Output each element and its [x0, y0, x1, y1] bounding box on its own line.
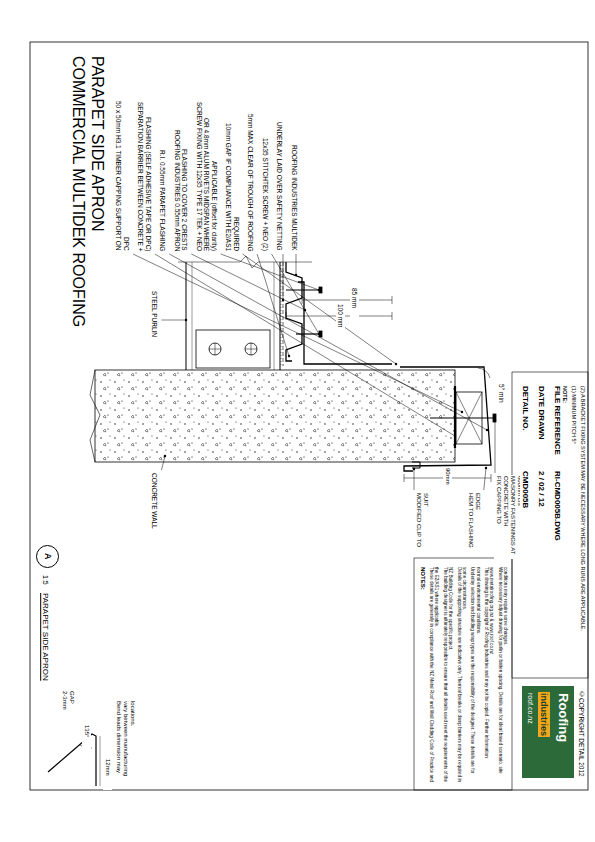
leader-dot — [395, 363, 397, 365]
callout-label: UNDERLAY LAID OVER SAFETY NETTING — [275, 95, 284, 252]
steel-purlin — [186, 262, 187, 370]
purlin-cleat — [196, 330, 270, 368]
leader-dot — [318, 289, 320, 291]
dimension-label: 135° — [82, 724, 91, 756]
logo-text: Roofing — [554, 692, 571, 743]
note-text: The building designer is ultimately resp… — [442, 566, 454, 788]
notes-frame — [414, 558, 512, 790]
safety-netting — [281, 262, 282, 366]
leader-line — [495, 420, 496, 473]
leader-line — [221, 254, 319, 290]
logo-box: Roofing industriesroof.co.nz — [522, 686, 574, 778]
multidek-roof-sheet — [286, 262, 302, 361]
callout-label: ROOFING INDUSTRIES MULTIDEK — [289, 95, 298, 252]
note-text: Details of the supporting structure are … — [456, 566, 468, 788]
callout-label: 12x35 STITCHTEK SCREW + NEO (2) — [260, 95, 269, 252]
modified-clip — [412, 462, 420, 468]
dimension-line — [100, 736, 101, 786]
dimension-label: 2-3mm GAP — [60, 690, 76, 722]
leader-line — [161, 320, 186, 321]
callout-label: 5mm MAX CLEAR OF TROUGH OF ROOFING — [246, 95, 255, 252]
view-title: PARAPET SIDE APRON — [40, 592, 51, 714]
break-line — [178, 256, 312, 268]
dimension-label: 85 mm — [350, 287, 359, 329]
leader-line — [133, 254, 462, 412]
leader-dot — [486, 429, 488, 431]
title-block-value: RI-CMD005B.DWG — [552, 470, 563, 572]
title-block-frame — [512, 372, 588, 678]
note-text: Bend leads dimension may vary between ma… — [114, 700, 137, 782]
callout-circle: A — [36, 545, 59, 568]
dimension-label: 5° min — [497, 383, 506, 415]
leader-line — [155, 254, 455, 436]
leader-dot — [318, 333, 320, 335]
leader-line — [257, 254, 289, 356]
leader-dot — [185, 319, 187, 321]
dimension-label: 100 mm — [336, 303, 345, 345]
title-block-field: DATE DRAWN — [536, 385, 547, 467]
notes-heading: NOTES: — [418, 566, 427, 628]
screw-fixing — [286, 289, 320, 290]
callout-label: 10mm GAP IF COMPLIANCE WITH E2/AS1 REQUI… — [224, 95, 241, 252]
note-text: These details are generally in complianc… — [428, 566, 440, 788]
title-block-field: DETAIL NO. — [520, 385, 531, 467]
parapet-flashing — [400, 367, 491, 471]
leader-dot — [485, 467, 487, 469]
logo-text: roof.co.nz — [525, 692, 535, 725]
callout-label: ROOFING INDUSTRIES 0.55mm APRON FLASHING… — [172, 95, 189, 252]
note-text: Where necessary adjust drawing for purli… — [497, 566, 509, 788]
note-text: This drawing is the copyright of Roofing… — [483, 566, 495, 788]
dimension-label: 12mm — [103, 758, 112, 790]
part-label: STEEL PURLIN — [150, 290, 159, 352]
leader-line — [272, 254, 319, 334]
break-line — [90, 370, 100, 462]
concrete-wall — [95, 370, 455, 462]
masonry-fastener — [430, 417, 494, 418]
title-block-value: CMD005B — [520, 470, 531, 562]
leader-dot — [164, 455, 166, 457]
leader-dot — [288, 355, 290, 357]
leader-line — [243, 254, 396, 364]
leader-line — [484, 468, 486, 490]
separation-barrier — [454, 386, 456, 448]
leader-dot — [454, 435, 456, 437]
leader-dot — [413, 468, 415, 470]
callout-label: SEPARATION BARRIER BETWEEN CONCRETE + FL… — [136, 95, 153, 252]
part-label: MODIFIED CLIP TO SUIT — [414, 492, 430, 556]
callout-label: R.I. 0.55mm PARAPET FLASHING — [158, 95, 167, 252]
callout-letter: A — [41, 552, 53, 561]
note-text: (2) A BRACKET FIXING SYSTEM MAY BE NECES… — [579, 385, 587, 677]
title-block-field: FILE REFERENCE — [552, 385, 563, 467]
callout-label: SCREW FIXING WITH 12x35 TYPE 17 TEK + NE… — [194, 95, 218, 252]
leader-line — [283, 254, 284, 300]
leader-dot — [282, 299, 284, 301]
sheet-frame — [30, 42, 588, 790]
leader-line — [161, 456, 165, 470]
part-label: HEM TO FLASHING EDGE — [466, 492, 482, 556]
callout-label: 50 x 50mm H3.1 TIMBER CAPPING SUPPORT ON… — [114, 95, 131, 252]
note-text: Underlay selection and building wrap typ… — [469, 566, 481, 788]
leader-line — [169, 254, 487, 430]
drawing-title: COMMERCIAL MULTIDEK ROOFING PARAPET SIDE… — [68, 55, 107, 352]
leader-dot — [461, 411, 463, 413]
leader-dot — [295, 274, 297, 276]
part-label: CONCRETE WALL — [150, 472, 159, 544]
dimension-label: 90mm — [443, 467, 452, 499]
leader-dot — [494, 419, 496, 421]
copyright-text: ©COPYRIGHT DETAIL 2012 — [577, 690, 586, 790]
note-text: NOTE: — [561, 385, 569, 677]
note-text: (1) MINIMUM PITCH 5° — [570, 385, 578, 677]
title-block-value: 2 / 02 / 12 — [536, 470, 547, 562]
dimension-line — [302, 300, 392, 301]
logo-text: industries — [538, 692, 550, 737]
apron-flashing — [298, 282, 392, 364]
leader-line — [414, 469, 415, 490]
leader-line — [296, 254, 297, 275]
